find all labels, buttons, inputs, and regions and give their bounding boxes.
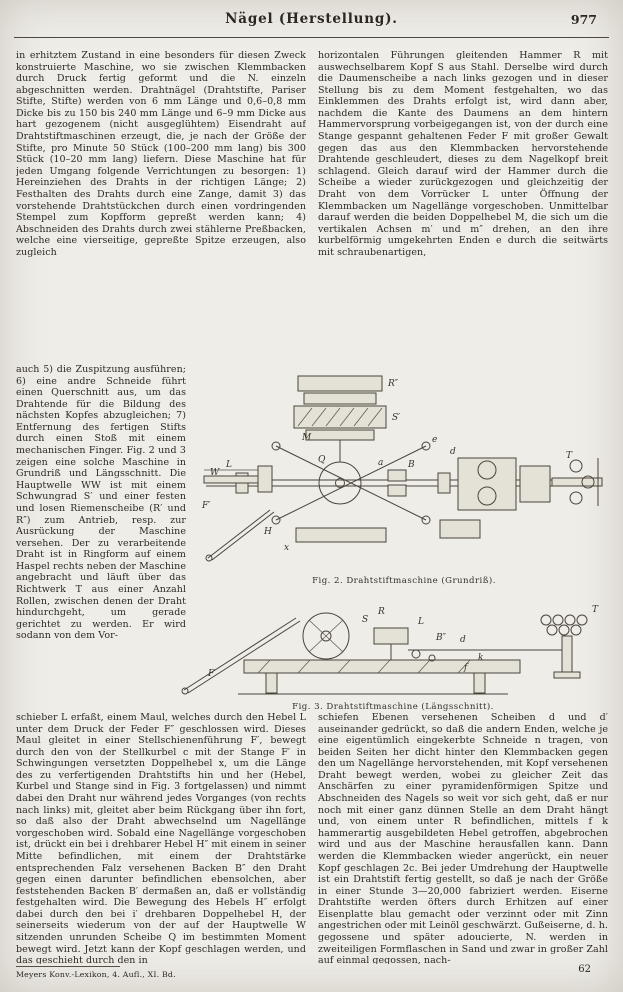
figure-2-label: e (432, 435, 437, 445)
roller-stand (540, 614, 588, 679)
figure-2-label: S′ (392, 413, 400, 423)
figure-3-label: S (362, 615, 368, 625)
right-assembly (457, 457, 603, 511)
double-levers (271, 441, 431, 525)
figure-3-label: f (463, 663, 469, 673)
figure-3: R L S B″ d k f T F Fig. 3. Drahtstiftmas… (178, 602, 608, 712)
figure-2-label: Q (318, 455, 326, 465)
figure-2-label: H (263, 527, 272, 537)
header-rule (14, 37, 609, 38)
figure-3-label: T (592, 605, 599, 615)
text-column-right-top: horizontalen Führungen gleitenden Hammer… (318, 50, 608, 258)
running-head: Nägel (Herstellung). (225, 11, 398, 27)
figure-2-label: M (301, 433, 312, 443)
figure-2-label: R″ (387, 379, 399, 389)
figure-3-caption: Fig. 3. Drahtstiftmaschine (Längsschnitt… (292, 702, 494, 712)
figure-3-label: L (417, 617, 424, 627)
figure-2-label: a (378, 458, 383, 468)
figure-2-label: B (407, 460, 415, 470)
figure-2-label: L (225, 460, 232, 470)
wire-nail-machine-section-drawing: R L S B″ d k f T F (181, 605, 599, 695)
text-column-left-top: in erhitztem Zustand in eine besonders f… (16, 50, 306, 258)
figure-2-label: W (210, 468, 220, 478)
hammer-assembly (373, 627, 564, 662)
frame-parts (295, 519, 481, 543)
sheet-signature: 62 (578, 964, 591, 975)
wire-nail-machine-plan-drawing: R″ S′ a Q W H M e d L F′ x T B (201, 375, 603, 562)
feed-slide (203, 465, 275, 562)
clamping-jaws (387, 469, 407, 497)
pulley-stack (293, 375, 387, 462)
figure-2-label: d (450, 447, 456, 457)
footer-rule (16, 966, 120, 967)
text-column-left-bottom: schieber L erfaßt, einem Maul, welches d… (16, 712, 306, 964)
figure-2-label: F′ (201, 501, 210, 511)
figure-3-label: B″ (435, 633, 447, 643)
figure-3-label: F (207, 669, 215, 679)
cam-disc (318, 461, 362, 505)
figure-2-label: x (284, 543, 289, 553)
figure-3-label: R (377, 607, 385, 617)
figure-2-label: T (566, 451, 573, 461)
machine-bed (238, 659, 521, 695)
text-column-left-narrow: auch 5) die Zuspitzung ausführen; 6) ein… (16, 364, 186, 642)
page-number: 977 (570, 12, 597, 27)
text-column-right-bottom: schiefen Ebenen versehenen Scheiben d un… (318, 712, 608, 964)
figure-3-label: k (478, 653, 483, 663)
footer-imprint: Meyers Konv.-Lexikon, 4. Aufl., XI. Bd. (16, 970, 176, 979)
figure-3-label: d (460, 635, 466, 645)
left-lever (181, 617, 301, 695)
figure-2: R″ S′ a Q W H M e d L F′ x T B Fig. 2. D… (200, 370, 608, 596)
figure-2-caption: Fig. 2. Drahtstiftmaschine (Grundriß). (312, 576, 496, 586)
cam-pulley (302, 612, 350, 660)
